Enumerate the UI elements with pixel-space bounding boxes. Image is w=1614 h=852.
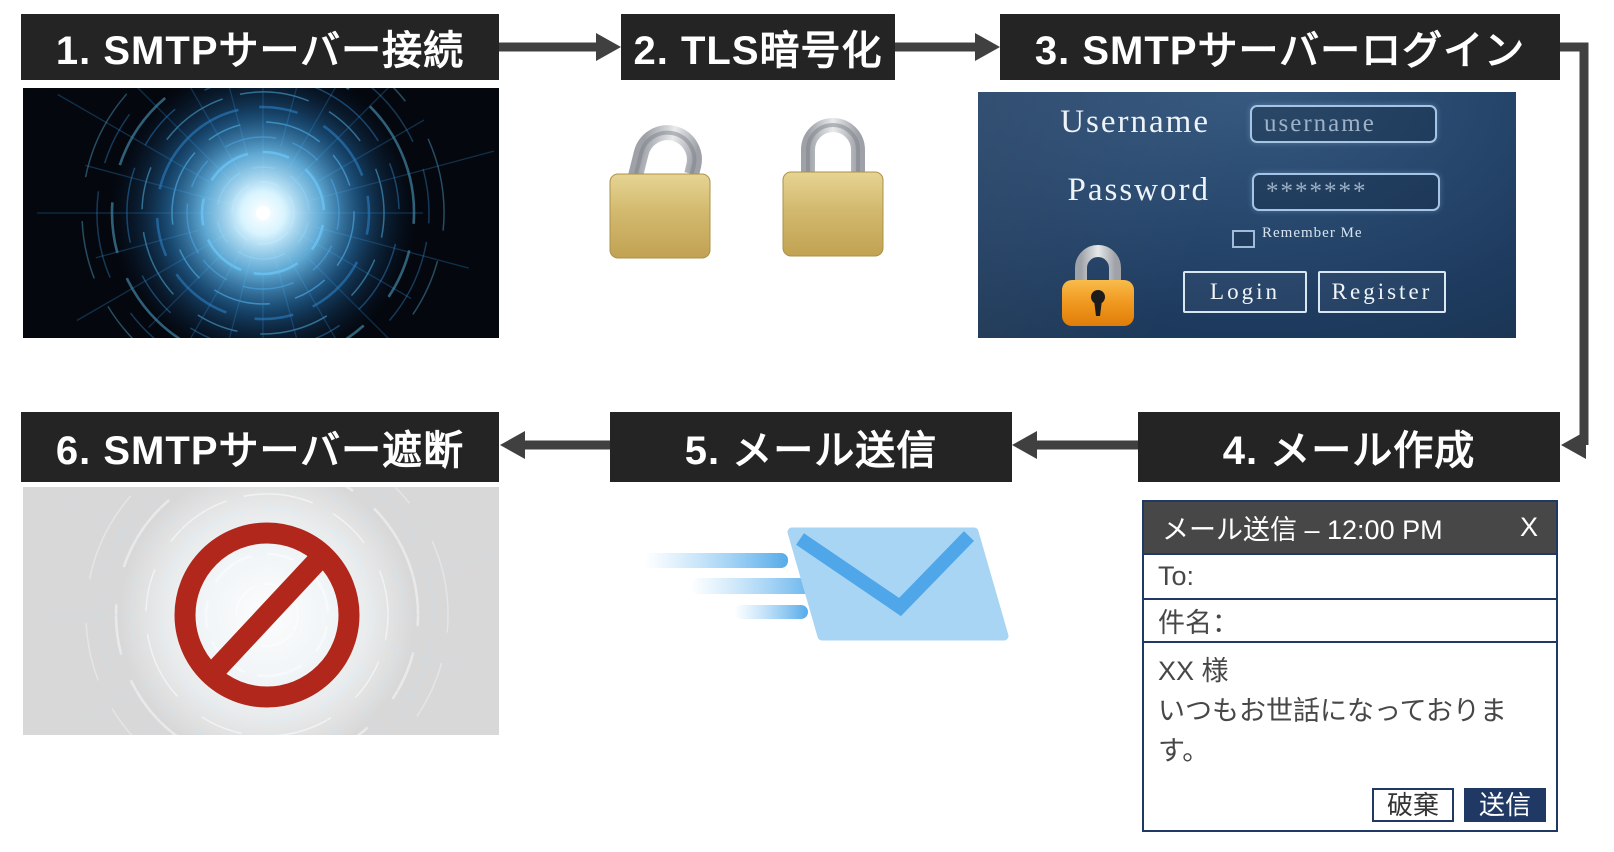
mail-subject-field[interactable]: 件名：	[1144, 600, 1556, 643]
password-label: Password	[1067, 172, 1210, 208]
remember-me-checkbox[interactable]	[1232, 230, 1255, 248]
mail-window-title: メール送信 – 12:00 PM	[1162, 515, 1443, 545]
prohibition-sign-icon	[174, 522, 360, 708]
sending-mail-image	[628, 505, 1023, 650]
server-blocked-image	[23, 487, 499, 735]
login-button[interactable]: Login	[1183, 271, 1307, 313]
step-label-2: 2. TLS暗号化	[621, 14, 895, 80]
username-input[interactable]: username	[1250, 105, 1437, 143]
speed-line-2	[690, 578, 825, 594]
register-button[interactable]: Register	[1318, 271, 1446, 313]
envelope-flap	[796, 531, 975, 617]
mail-window-titlebar[interactable]: メール送信 – 12:00 PM X	[1144, 502, 1556, 555]
arrowhead-step3	[975, 33, 1000, 61]
username-label: Username	[1060, 104, 1210, 140]
tls-padlocks-image	[605, 90, 895, 265]
send-button[interactable]: 送信	[1463, 788, 1546, 822]
envelope-icon	[644, 527, 1009, 641]
remember-me-label: Remember Me	[1262, 225, 1363, 241]
step-label-4: 4. メール作成	[1138, 412, 1560, 482]
mail-body-field[interactable]: XX 様 いつもお世話になっております。 破棄 送信	[1144, 643, 1556, 830]
mail-body-line-2: いつもお世話になっております。	[1158, 696, 1507, 766]
mail-compose-window: メール送信 – 12:00 PM X To: 件名： XX 様 いつもお世話にな…	[1142, 500, 1558, 832]
step-label-5: 5. メール送信	[610, 412, 1012, 482]
discard-button[interactable]: 破棄	[1371, 788, 1454, 822]
arrowhead-step2	[596, 33, 621, 61]
speed-line-3	[734, 605, 808, 619]
network-connection-image	[23, 88, 499, 338]
step-label-3: 3. SMTPサーバーログイン	[1000, 14, 1560, 80]
mail-actions: 破棄 送信	[1371, 788, 1546, 822]
arrowhead-step4	[1561, 431, 1586, 459]
smtp-login-panel: Username username Password ******* Remem…	[978, 92, 1516, 338]
mail-to-field[interactable]: To:	[1144, 555, 1556, 600]
step-label-6: 6. SMTPサーバー遮断	[21, 412, 499, 482]
open-lock	[609, 125, 711, 259]
padlock-open-icon	[609, 118, 884, 259]
closed-lock	[782, 118, 884, 257]
step-label-1: 1. SMTPサーバー接続	[21, 14, 499, 80]
orange-padlock-icon	[1062, 245, 1134, 326]
arrow-step3-step4-elbow	[1560, 42, 1589, 450]
password-input[interactable]: *******	[1252, 173, 1440, 211]
arrowhead-step6	[500, 431, 525, 459]
arrowhead-step5	[1012, 431, 1037, 459]
close-icon[interactable]: X	[1519, 512, 1538, 542]
mail-body-line-1: XX 様	[1158, 656, 1229, 686]
speed-line-1	[644, 553, 788, 568]
